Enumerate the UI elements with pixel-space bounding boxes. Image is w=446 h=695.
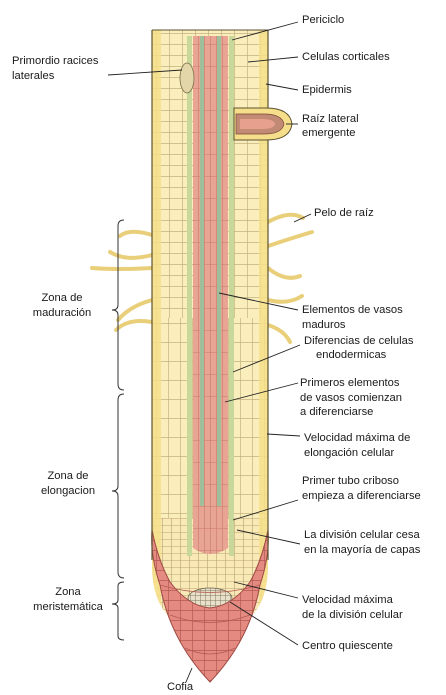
label-primordio-2: laterales — [12, 70, 55, 82]
label-zona-maduracion-2: maduración — [33, 307, 91, 319]
brace-maduracion — [112, 220, 124, 390]
label-zona-elongacion-2: elongacion — [41, 485, 95, 497]
label-primeros-3: a diferenciarse — [300, 406, 373, 418]
label-primeros-1: Primeros elementos — [300, 377, 400, 389]
label-tubo-criboso-1: Primer tubo criboso — [302, 475, 399, 487]
label-zona-elongacion-1: Zona de — [47, 470, 88, 482]
emerging-lateral-root — [234, 108, 292, 140]
label-division-cesa-2: en la mayoría de capas — [304, 544, 421, 556]
label-epidermis: Epidermis — [302, 84, 352, 96]
label-diferencias-1: Diferencias de celulas — [304, 335, 414, 347]
label-celulas-corticales: Celulas corticales — [302, 51, 390, 63]
label-centro-quiescente: Centro quiescente — [302, 640, 393, 652]
brace-meristematica — [112, 582, 124, 640]
label-pelo-raiz: Pelo de raíz — [314, 207, 374, 219]
label-diferencias-2: endodermicas — [316, 349, 387, 361]
leader-epidermis — [266, 84, 298, 90]
label-periciclo: Periciclo — [302, 14, 344, 26]
label-zona-meristematica-2: meristemática — [33, 601, 103, 613]
leader-cofia — [186, 668, 192, 682]
label-raiz-lateral-1: Raíz lateral — [302, 113, 359, 125]
leader-velocidad-elong — [267, 434, 300, 436]
label-raiz-lateral-2: emergente — [302, 127, 356, 139]
label-primeros-2: de vasos comienzan — [300, 392, 402, 404]
label-division-cesa-1: La división celular cesa — [304, 529, 420, 541]
label-zona-maduracion-1: Zona de — [41, 292, 82, 304]
label-cofia: Cofia — [167, 681, 194, 693]
brace-elongacion — [112, 394, 124, 578]
label-elementos-vasos-2: maduros — [302, 319, 346, 331]
label-velocidad-elong-1: Velocidad máxima de — [304, 432, 410, 444]
label-primordio-1: Primordio racices — [12, 55, 99, 67]
lateral-root-primordium — [180, 63, 194, 93]
label-tubo-criboso-2: empieza a diferenciarse — [302, 490, 421, 502]
label-zona-meristematica-1: Zona — [55, 586, 81, 598]
label-velocidad-div-2: de la división celular — [302, 609, 403, 621]
label-velocidad-elong-2: elongación celular — [304, 447, 394, 459]
label-velocidad-div-1: Velocidad máxima — [302, 594, 394, 606]
label-elementos-vasos-1: Elementos de vasos — [302, 304, 403, 316]
